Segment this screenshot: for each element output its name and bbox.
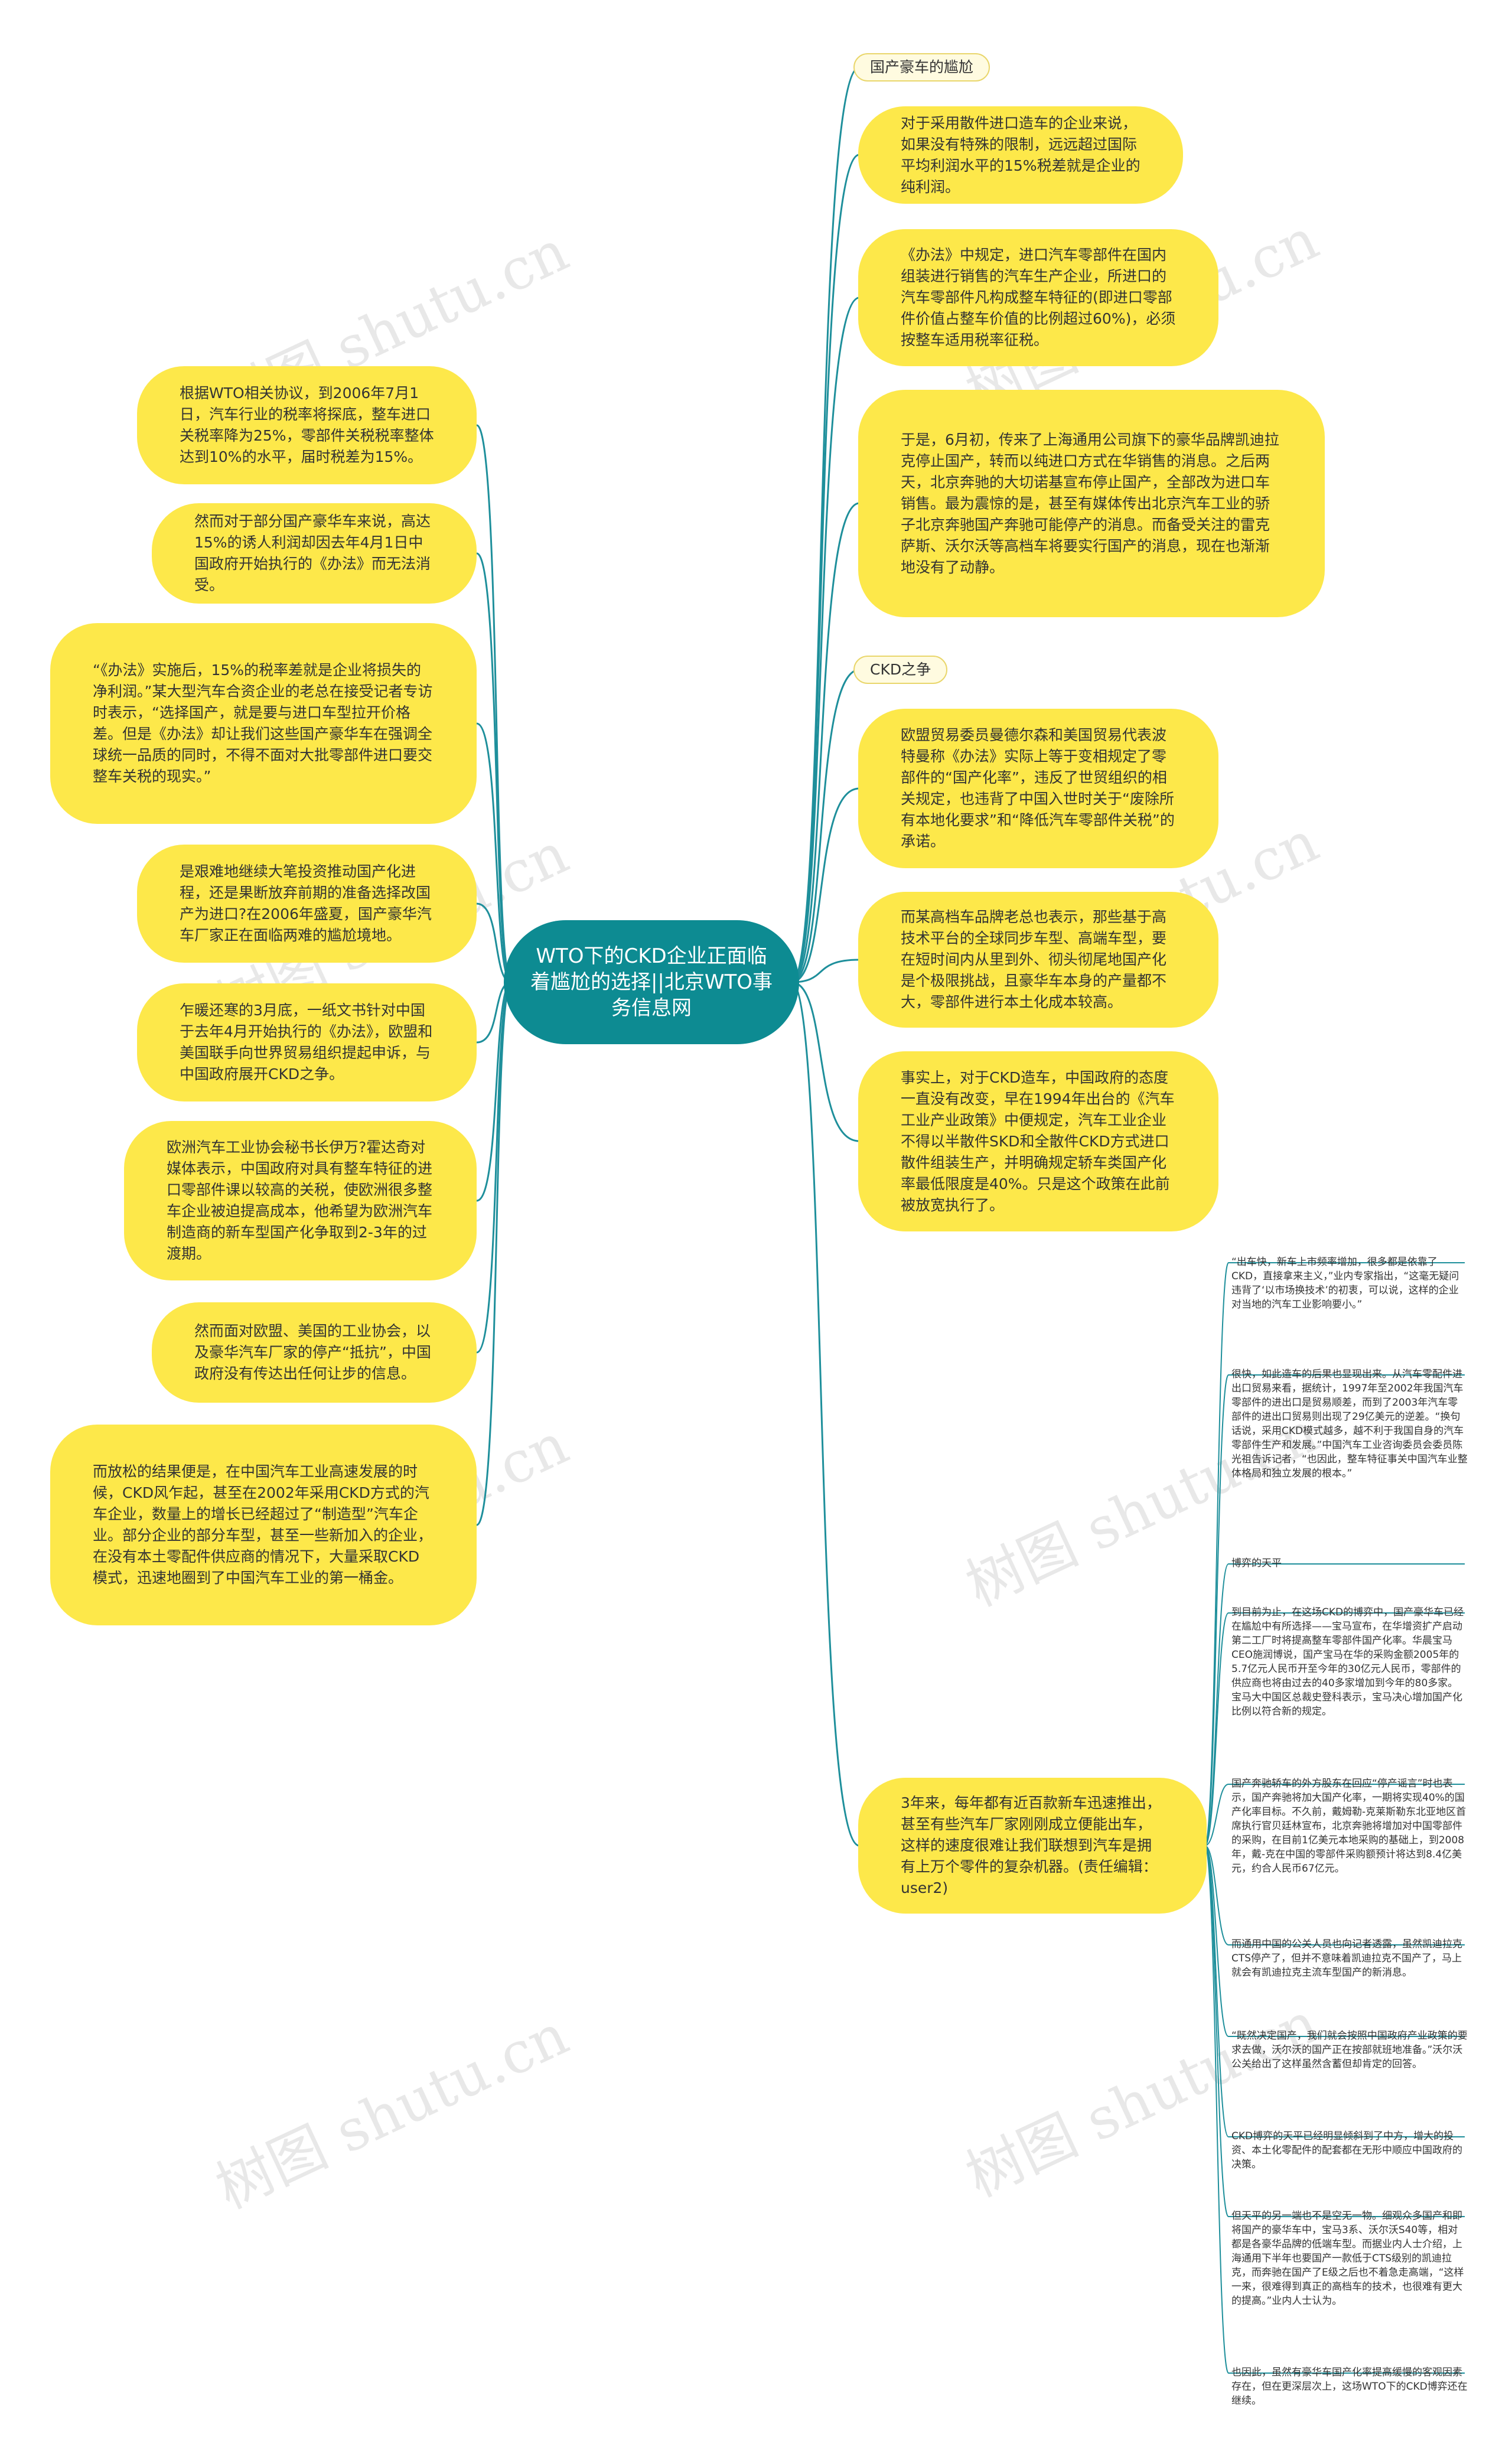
left-node-6[interactable]: 欧洲汽车工业协会秘书长伊万?霍达奇对媒体表示，中国政府对具有整车特征的进口零部件… [124,1121,477,1280]
leaf-text-4: 到目前为止，在这场CKD的博弈中，国产豪华车已经在尴尬中有所选择——宝马宣布，在… [1231,1606,1464,1718]
branch-label-domestic-luxury[interactable]: 国产豪车的尴尬 [853,53,990,82]
leaf-text-9: 但天平的另一端也不是空无一物。细观众多国产和即将国产的豪华车中，宝马3系、沃尔沃… [1231,2210,1464,2307]
center-topic[interactable]: WTO下的CKD企业正面临着尴尬的选择||北京WTO事务信息网 [504,920,799,1044]
right-node-3[interactable]: 于是，6月初，传来了上海通用公司旗下的豪华品牌凯迪拉克停止国产，转而以纯进口方式… [858,390,1325,617]
left-node-8[interactable]: 而放松的结果便是，在中国汽车工业高速发展的时候，CKD风乍起，甚至在2002年采… [50,1425,477,1625]
connector-leaf-7 [1204,1845,1465,2037]
connector-leaf-4 [1204,1612,1465,1846]
connector-leaf-5 [1204,1784,1465,1846]
leaf-text-2: 很快，如此造车的后果也显现出来。从汽车零配件进出口贸易来看，据统计，1997年至… [1231,1368,1468,1479]
connector-left-7 [476,981,512,1354]
connector-right-8 [791,981,860,1142]
connector-left-3 [476,722,512,983]
connector-left-6 [476,981,512,1202]
connector-leaf-1 [1204,1262,1465,1846]
connector-right-5 [791,669,860,983]
connector-leaf-10 [1204,1845,1465,2374]
left-node-7[interactable]: 然而面对欧盟、美国的工业协会，以及豪华汽车厂家的停产“抵抗”，中国政府没有传达出… [152,1302,477,1403]
leaf-text-3: 博弈的天平 [1231,1557,1282,1569]
left-node-1[interactable]: 根据WTO相关协议，到2006年7月1日，汽车行业的税率将探底，整车进口关税率降… [137,366,477,484]
connector-right-6 [791,787,860,983]
leaf-text-6: 而通用中国的公关人员也向记者透露，虽然凯迪拉克CTS停产了，但并不意味着凯迪拉克… [1231,1938,1462,1979]
leaf-text-1: “出车快，新车上市频率增加，很多都是依靠了CKD，直接拿来主义，”业内专家指出，… [1231,1256,1459,1311]
connector-right-1 [791,66,860,983]
right-node-4[interactable]: 欧盟贸易委员曼德尔森和美国贸易代表波特曼称《办法》实际上等于变相规定了零部件的“… [858,709,1218,868]
connector-right-9 [791,981,860,1847]
right-node-5[interactable]: 而某高档车品牌老总也表示，那些基于高技术平台的全球同步车型、高端车型，要在短时间… [858,892,1218,1028]
left-node-3[interactable]: “《办法》实施后，15%的税率差就是企业将损失的净利润。”某大型汽车合资企业的老… [50,623,477,824]
connector-leaf-6 [1204,1845,1465,1945]
right-node-6[interactable]: 事实上，对于CKD造车，中国政府的态度一直没有改变，早在1994年出台的《汽车工… [858,1051,1218,1231]
leaf-text-5: 国产奔驰轿车的外方股东在回应“停产谣言”时也表示，国产奔驰将加大国产化率，一期将… [1231,1778,1467,1875]
connector-right-3 [791,296,860,983]
connector-left-2 [476,552,513,983]
connector-right-2 [791,154,860,983]
connector-leaf-8 [1204,1845,1465,2137]
right-node-2[interactable]: 《办法》中规定，进口汽车零部件在国内组装进行销售的汽车生产企业，所进口的汽车零部… [858,229,1218,366]
leaf-text-8: CKD博弈的天平已经明显倾斜到了中方，增大的投资、本土化零配件的配套都在无形中顺… [1231,2130,1462,2171]
branch-label-ckd-dispute[interactable]: CKD之争 [853,656,948,684]
left-node-2[interactable]: 然而对于部分国产豪华车来说，高达15%的诱人利润却因去年4月1日中国政府开始执行… [152,503,477,604]
leaf-text-10: 也因此，虽然有豪华车国产化率提高缓慢的客观因素存在，但在更深层次上，这场WTO下… [1231,2367,1468,2407]
connector-leaf-2 [1204,1374,1465,1846]
connector-left-8 [476,981,513,1526]
right-node-7[interactable]: 3年来，每年都有近百款新车迅速推出，甚至有些汽车厂家刚刚成立便能出车，这样的速度… [858,1778,1207,1914]
right-node-1[interactable]: 对于采用散件进口造车的企业来说，如果没有特殊的限制，远远超过国际平均利润水平的1… [858,106,1183,204]
connector-right-4 [791,502,860,983]
connector-right-7 [791,959,860,983]
connector-leaf-9 [1204,1845,1465,2217]
leaf-text-7: “既然决定国产，我们就会按照中国政府产业政策的要求去做，沃尔沃的国产正在按部就班… [1231,2030,1468,2070]
left-node-4[interactable]: 是艰难地继续大笔投资推动国产化进程，还是果断放弃前期的准备选择改国产为进口?在2… [137,845,477,963]
left-node-5[interactable]: 乍暖还寒的3月底，一纸文书针对中国于去年4月开始执行的《办法》，欧盟和美国联手向… [137,983,477,1101]
